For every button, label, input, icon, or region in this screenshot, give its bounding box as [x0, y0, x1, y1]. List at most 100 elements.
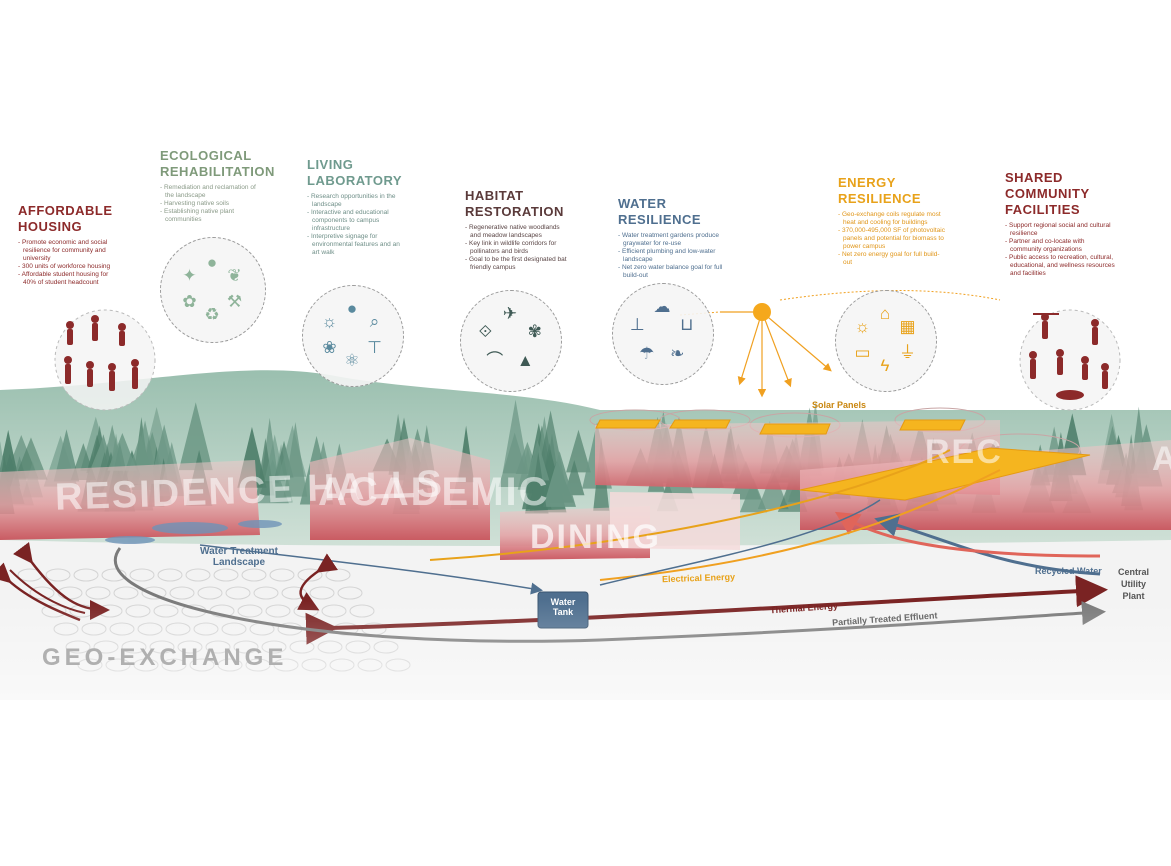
bullet-list: Research opportunities in the landscape … — [307, 193, 407, 257]
geo-coil — [213, 568, 239, 582]
title-line-2: HOUSING — [18, 219, 83, 234]
geo-exchange-label: GEO-EXCHANGE — [42, 644, 288, 671]
bullet: Key link in wildlife corridors for polli… — [469, 240, 570, 256]
geo-coil — [269, 568, 295, 582]
solar-panels — [595, 419, 1091, 501]
academic-building — [310, 438, 490, 540]
water-resilience-section: WATER RESILIENCE Water treatment gardens… — [618, 196, 728, 280]
sink-icon: ⊔ — [680, 314, 694, 334]
title-line-3: FACILITIES — [1005, 202, 1081, 217]
blue-feed-line — [199, 544, 543, 595]
title-line-2: COMMUNITY — [1005, 186, 1090, 201]
tree — [529, 452, 547, 512]
potted-plant-icon: ❧ — [670, 344, 685, 364]
bullet: Establishing native plant communities — [164, 208, 265, 224]
water-tank-label: Water Tank — [550, 597, 576, 617]
shovel-icon: ⚒ — [226, 292, 243, 311]
right-building — [800, 440, 1171, 530]
residence-halls-building — [0, 460, 260, 540]
seed-drops-icon: ● — [206, 253, 218, 272]
geo-coil — [197, 586, 223, 600]
bullet: Regenerative native woodlands and meadow… — [469, 224, 570, 240]
bird-icon: ✈ — [502, 304, 518, 323]
title-line-1: ENERGY — [838, 175, 896, 190]
bullet: 370,000-495,000 SF of photovoltaic panel… — [842, 227, 948, 251]
title-line-1: AFFORDABLE — [18, 203, 113, 218]
bullet: Efficient plumbing and low-water landsca… — [622, 248, 728, 264]
bullet-list: Support regional social and cultural res… — [1005, 222, 1117, 278]
water-drops-icon: ● — [346, 299, 358, 318]
lightbulb-icon: ☼ — [321, 312, 338, 331]
title-line-1: LIVING — [307, 157, 354, 172]
geo-coil — [241, 568, 267, 582]
ecological-icon-circle — [160, 237, 266, 343]
rec-label: REC — [925, 433, 1003, 471]
tree-icon: ▲ — [516, 351, 534, 371]
bullet: Goal to be the first designated bat frie… — [469, 256, 570, 272]
bullet-list: Regenerative native woodlands and meadow… — [465, 224, 570, 272]
tree — [543, 451, 576, 507]
magnifier-leaf-icon: ⌕ — [369, 312, 380, 331]
geo-coil — [113, 586, 139, 600]
bullet: Water treatment gardens produce graywate… — [622, 232, 728, 248]
tree — [178, 402, 213, 471]
title-line-2: REHABILITATION — [160, 164, 275, 179]
cloud-rain-icon: ☁ — [653, 297, 671, 316]
bullet: Support regional social and cultural res… — [1009, 222, 1117, 238]
sprout-icon: ✿ — [182, 292, 197, 311]
recycled-water-label: Recycled Water — [1035, 566, 1102, 576]
sign-icon: ⊤ — [367, 338, 382, 357]
bullet-list: Water treatment gardens produce graywate… — [618, 232, 728, 280]
fish-icon: ⟐ — [478, 321, 492, 341]
sparkle-icon: ✦ — [182, 266, 197, 285]
geo-coil — [129, 568, 155, 582]
electrical-energy-line — [599, 469, 1001, 581]
sun-icon — [753, 303, 771, 321]
bullet: 300 units of workforce housing — [22, 263, 123, 271]
tree — [502, 399, 529, 474]
energy-arc — [779, 290, 1001, 301]
title-line-2: RESTORATION — [465, 204, 564, 219]
bulb-icon: ☼ — [854, 317, 871, 336]
bullet: Research opportunities in the landscape — [311, 193, 407, 209]
atom-icon: ⚛ — [344, 351, 360, 370]
bullet: Net zero water balance goal for full bui… — [622, 264, 728, 280]
bullet: Partner and co-locate with community org… — [1009, 238, 1117, 254]
geo-coil — [169, 586, 195, 600]
bullet: Affordable student housing for 40% of st… — [22, 271, 123, 287]
shower-icon: ☂ — [639, 344, 655, 364]
solar-panels-label: Solar Panels — [812, 400, 867, 410]
bullet-list: Geo-exchange coils regulate most heat an… — [838, 211, 948, 267]
butterfly-icon: ✾ — [527, 321, 542, 341]
bullet-list: Remediation and reclamation of the lands… — [160, 184, 265, 224]
title-line-1: HABITAT — [465, 188, 524, 203]
tree — [53, 429, 80, 482]
bullet: Remediation and reclamation of the lands… — [164, 184, 265, 200]
geo-coil — [185, 568, 211, 582]
water-pools — [105, 520, 282, 544]
solar-panel-icon: ▦ — [899, 317, 916, 336]
title-line-2: RESILIENCE — [838, 191, 922, 206]
community-people-group — [1019, 309, 1121, 411]
dining-label: DINING — [530, 518, 661, 556]
tree — [283, 422, 308, 497]
habitat-icon-circle — [460, 290, 562, 392]
red-flow-line — [834, 511, 1101, 558]
water-icon-circle — [612, 283, 714, 385]
electrical-energy-line-2 — [429, 449, 951, 561]
tree — [566, 429, 591, 473]
geo-coil — [141, 586, 167, 600]
title-line-2: LABORATORY — [307, 173, 403, 188]
bullet: Promote economic and social resilience f… — [22, 239, 123, 263]
geo-coil — [157, 568, 183, 582]
